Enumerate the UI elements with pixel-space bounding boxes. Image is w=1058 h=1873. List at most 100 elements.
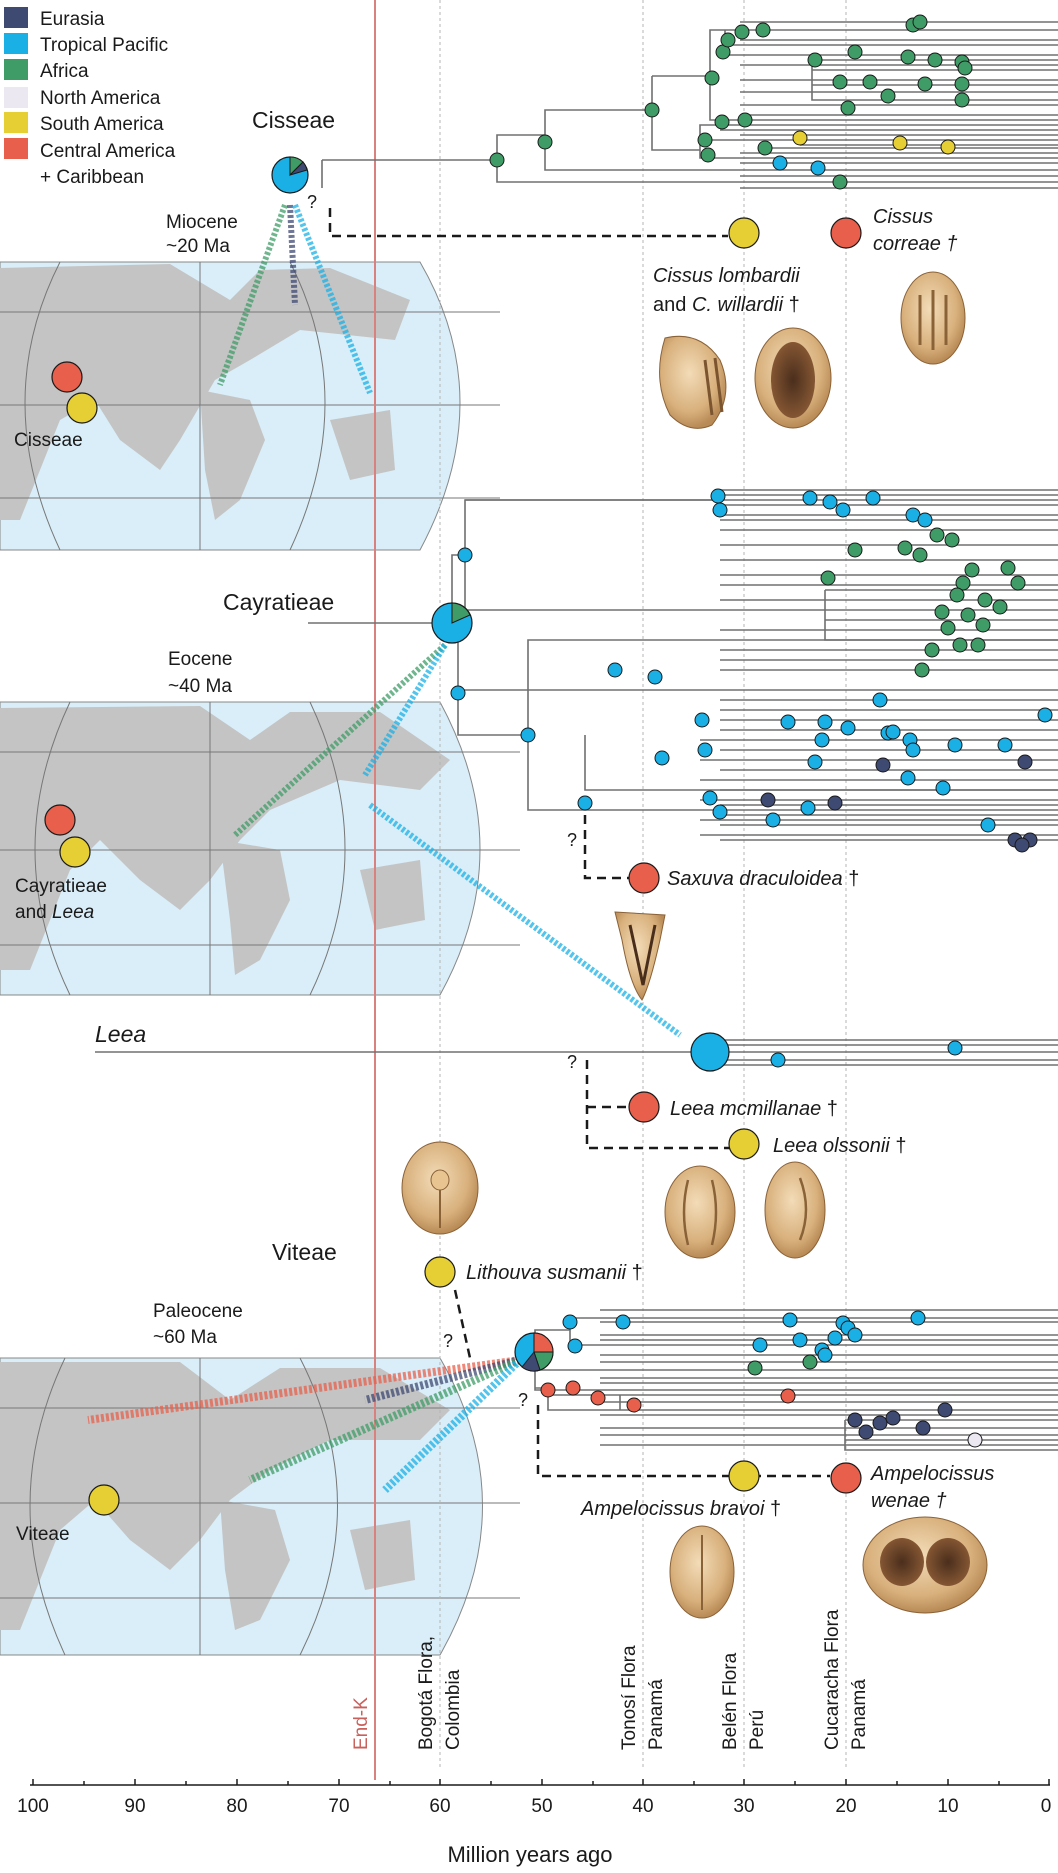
dot-cissus-correae xyxy=(830,217,862,249)
cissus-fossil-link xyxy=(328,208,728,238)
question-mark-ampelocissus: ? xyxy=(518,1390,528,1410)
dot-leea-mcmillanae xyxy=(628,1091,660,1123)
fossil-cissus-correae-1: Cissus xyxy=(873,206,933,228)
fossil-saxuva: Saxuva draculoidea † xyxy=(667,868,859,890)
map-paleocene xyxy=(0,1357,520,1656)
seed-ampelocissus-bravoi xyxy=(669,1525,735,1619)
flora-bogota-2: Colombia xyxy=(443,1669,464,1750)
epoch-paleocene: Paleocene xyxy=(153,1301,243,1322)
fossil-dots xyxy=(44,217,862,1516)
leea-fossil-link xyxy=(585,1060,730,1150)
clade-label-viteae: Viteae xyxy=(272,1239,337,1265)
seed-leea-side xyxy=(764,1161,826,1259)
lithouva-fossil-link xyxy=(453,1289,472,1359)
saxuva-fossil-link xyxy=(583,800,630,880)
root-pie-cisseae xyxy=(271,156,309,194)
root-pie-cayratieae xyxy=(431,602,473,644)
flora-bogota-1: Bogotá Flora, xyxy=(416,1636,437,1750)
legend-label-north-america: North America xyxy=(40,88,161,109)
root-pie-viteae xyxy=(514,1332,554,1372)
map-label-cisseae: Cisseae xyxy=(14,430,83,451)
legend-label-central-america: Central America xyxy=(40,141,176,162)
flora-belen-2: Perú xyxy=(747,1710,768,1750)
clade-label-leea: Leea xyxy=(95,1021,146,1047)
fossil-leea-mcmillanae: Leea mcmillanae † xyxy=(670,1098,838,1120)
map-label-cayratieae: Cayratieae xyxy=(15,876,107,897)
legend-swatch-eurasia xyxy=(4,7,28,28)
flora-labels: End-K Bogotá Flora, Colombia Tonosí Flor… xyxy=(351,1609,870,1750)
legend-label-tropical-pacific: Tropical Pacific xyxy=(40,35,168,56)
fossil-cissus-lombardii-2: and C. willardii † xyxy=(653,294,800,316)
fossil-ampelocissus-wenae-2: wenae † xyxy=(871,1490,947,1512)
time-axis: 100 90 80 70 60 50 40 30 20 10 0 Million… xyxy=(17,1779,1051,1867)
seed-cissus-lombardii-front xyxy=(754,327,832,429)
tick-0: 0 xyxy=(1041,1796,1052,1817)
tick-70: 70 xyxy=(328,1796,349,1817)
map-dot-cisseae-central xyxy=(51,361,83,393)
question-mark-leea: ? xyxy=(567,1052,577,1072)
flora-belen-1: Belén Flora xyxy=(720,1652,741,1750)
legend-swatch-south-america xyxy=(4,112,28,133)
dispersal-lines xyxy=(87,203,682,1493)
epoch-miocene: Miocene xyxy=(166,212,238,233)
seed-saxuva xyxy=(614,911,666,1001)
map-label-viteae: Viteae xyxy=(16,1524,70,1545)
legend-swatch-north-america xyxy=(4,87,28,108)
flora-cucaracha-2: Panamá xyxy=(849,1679,870,1750)
epoch-paleocene-age: ~60 Ma xyxy=(153,1327,217,1348)
tick-10: 10 xyxy=(937,1796,958,1817)
flora-tonosi-2: Panamá xyxy=(646,1679,667,1750)
dot-cissus-lombardii xyxy=(728,217,760,249)
question-mark-lithouva: ? xyxy=(443,1331,453,1351)
fossil-cissus-lombardii-1: Cissus lombardii xyxy=(653,265,800,287)
axis-title: Million years ago xyxy=(447,1842,612,1867)
legend-swatch-africa xyxy=(4,59,28,80)
tick-90: 90 xyxy=(124,1796,145,1817)
dot-saxuva xyxy=(628,862,660,894)
root-pie-leea xyxy=(690,1032,730,1072)
legend: Eurasia Tropical Pacific Africa North Am… xyxy=(4,7,176,188)
map-miocene xyxy=(0,261,500,551)
ampelocissus-fossil-link xyxy=(536,1405,830,1478)
tick-30: 30 xyxy=(733,1796,754,1817)
map-eocene xyxy=(0,701,520,996)
legend-swatch-central-america xyxy=(4,138,28,159)
question-mark-cisseae: ? xyxy=(307,192,317,212)
legend-label-africa: Africa xyxy=(40,61,89,82)
fossil-ampelocissus-wenae-1: Ampelocissus xyxy=(870,1463,994,1485)
tree-nodes xyxy=(450,14,1053,1448)
epoch-eocene-age: ~40 Ma xyxy=(168,676,232,697)
legend-label-eurasia: Eurasia xyxy=(40,9,105,30)
end-k-label: End-K xyxy=(351,1697,372,1750)
tick-40: 40 xyxy=(632,1796,653,1817)
fossil-links xyxy=(328,208,830,1478)
dot-lithouva xyxy=(424,1256,456,1288)
tick-20: 20 xyxy=(835,1796,856,1817)
map-dot-viteae-south xyxy=(88,1484,120,1516)
seed-cissus-correae xyxy=(900,271,966,365)
flora-cucaracha-1: Cucaracha Flora xyxy=(822,1609,843,1750)
legend-label-caribbean: + Caribbean xyxy=(40,167,144,188)
legend-label-south-america: South America xyxy=(40,114,164,135)
map-label-and-leea: and Leea xyxy=(15,902,94,923)
map-dot-cayratieae-central xyxy=(44,804,76,836)
dot-ampelocissus-wenae xyxy=(830,1462,862,1494)
epoch-eocene: Eocene xyxy=(168,649,232,670)
seed-lithouva xyxy=(401,1141,479,1235)
tick-100: 100 xyxy=(17,1796,49,1817)
seed-cissus-lombardii-side xyxy=(659,335,727,429)
legend-swatch-tropical-pacific xyxy=(4,33,28,54)
seed-leea-front xyxy=(664,1165,736,1259)
clade-label-cisseae: Cisseae xyxy=(252,107,335,133)
epoch-miocene-age: ~20 Ma xyxy=(166,236,230,257)
flora-tonosi-1: Tonosí Flora xyxy=(619,1645,640,1750)
fossil-cissus-correae-2: correae † xyxy=(873,233,958,255)
clade-label-cayratieae: Cayratieae xyxy=(223,589,334,615)
seed-ampelocissus-wenae xyxy=(862,1516,988,1614)
tick-50: 50 xyxy=(531,1796,552,1817)
fossil-lithouva: Lithouva susmanii † xyxy=(466,1262,643,1284)
fossil-leea-olssonii: Leea olssonii † xyxy=(773,1135,906,1157)
fossil-ampelocissus-bravoi: Ampelocissus bravoi † xyxy=(580,1498,781,1520)
map-dot-cayratieae-south xyxy=(59,836,91,868)
